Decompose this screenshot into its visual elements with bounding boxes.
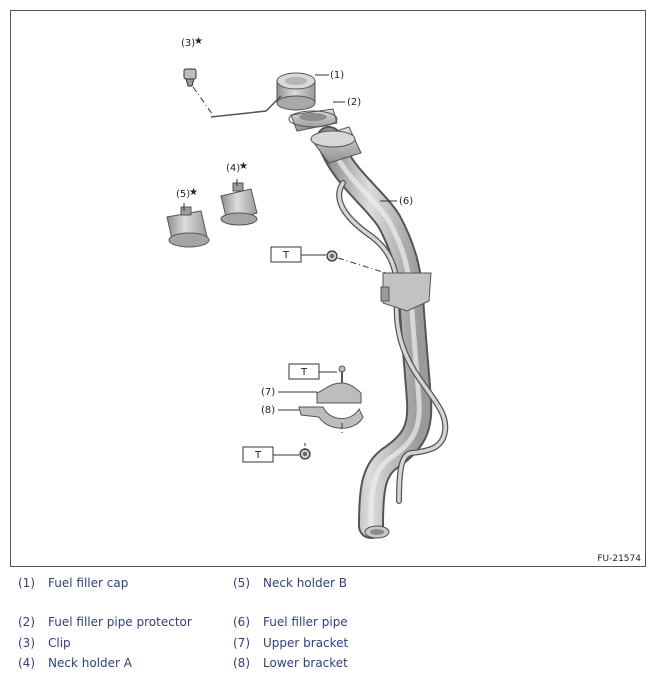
upper-bracket xyxy=(316,365,362,404)
legend-num: (1) xyxy=(18,576,35,590)
fuel-filler-pipe xyxy=(310,126,449,539)
legend-label: Fuel filler cap xyxy=(48,576,129,590)
legend-item-3: (3) Clip xyxy=(18,636,71,650)
legend-item-7: (7) Upper bracket xyxy=(233,636,348,650)
legend-item-6: (6) Fuel filler pipe xyxy=(233,615,348,629)
callout-8: (8) xyxy=(261,405,275,416)
legend-num: (8) xyxy=(233,656,250,670)
fuel-filler-cap xyxy=(210,72,316,118)
callout-1: (1) xyxy=(330,70,344,81)
bracket-bolt xyxy=(299,443,311,460)
callout-3-star: ★ xyxy=(194,36,203,47)
callout-4: (4) xyxy=(226,163,240,174)
callout-5: (5) xyxy=(176,189,190,200)
callout-5-star: ★ xyxy=(189,187,198,198)
callout-2: (2) xyxy=(347,97,361,108)
legend-num: (4) xyxy=(18,656,35,670)
legend-item-2: (2) Fuel filler pipe protector xyxy=(18,615,192,629)
legend-item-4: (4) Neck holder A xyxy=(18,656,132,670)
torque-box-1-label: T xyxy=(282,250,290,261)
legend-num: (6) xyxy=(233,615,250,629)
legend-item-8: (8) Lower bracket xyxy=(233,656,348,670)
fuel-filler-diagram: (1) (2) (3) ★ (4) ★ (5) ★ (6) (7) (8) T … xyxy=(166,36,449,539)
torque-box-2-label: T xyxy=(300,367,308,378)
legend-label: Fuel filler pipe protector xyxy=(48,615,192,629)
legend-num: (5) xyxy=(233,576,250,590)
callout-6: (6) xyxy=(399,196,413,207)
callout-7: (7) xyxy=(261,387,275,398)
clip xyxy=(183,68,214,116)
callout-4-star: ★ xyxy=(239,161,248,172)
legend-label: Fuel filler pipe xyxy=(263,615,348,629)
fuel-filler-pipe-protector xyxy=(288,108,338,132)
legend-item-5: (5) Neck holder B xyxy=(233,576,347,590)
legend-num: (7) xyxy=(233,636,250,650)
neck-holder-b xyxy=(166,206,210,248)
torque-box-3: T xyxy=(242,446,274,463)
legend-label: Neck holder A xyxy=(48,656,132,670)
legend-label: Lower bracket xyxy=(263,656,348,670)
legend-label: Clip xyxy=(48,636,71,650)
flange-nut xyxy=(326,250,387,274)
torque-box-1: T xyxy=(270,246,302,263)
leader-lines xyxy=(183,74,397,456)
callout-3: (3) xyxy=(181,38,195,49)
legend-num: (2) xyxy=(18,615,35,629)
diagram-frame: (1) (2) (3) ★ (4) ★ (5) ★ (6) (7) (8) T … xyxy=(10,10,646,567)
torque-box-2: T xyxy=(288,363,320,380)
torque-box-3-label: T xyxy=(254,450,262,461)
neck-holder-a xyxy=(220,182,258,226)
figure-id: FU-21574 xyxy=(597,554,641,564)
lower-bracket xyxy=(298,406,364,436)
legend-item-1: (1) Fuel filler cap xyxy=(18,576,128,590)
legend-label: Upper bracket xyxy=(263,636,349,650)
legend-num: (3) xyxy=(18,636,35,650)
parts-legend: (1) Fuel filler cap (5) Neck holder B (2) F… xyxy=(0,572,657,678)
legend-label: Neck holder B xyxy=(263,576,347,590)
